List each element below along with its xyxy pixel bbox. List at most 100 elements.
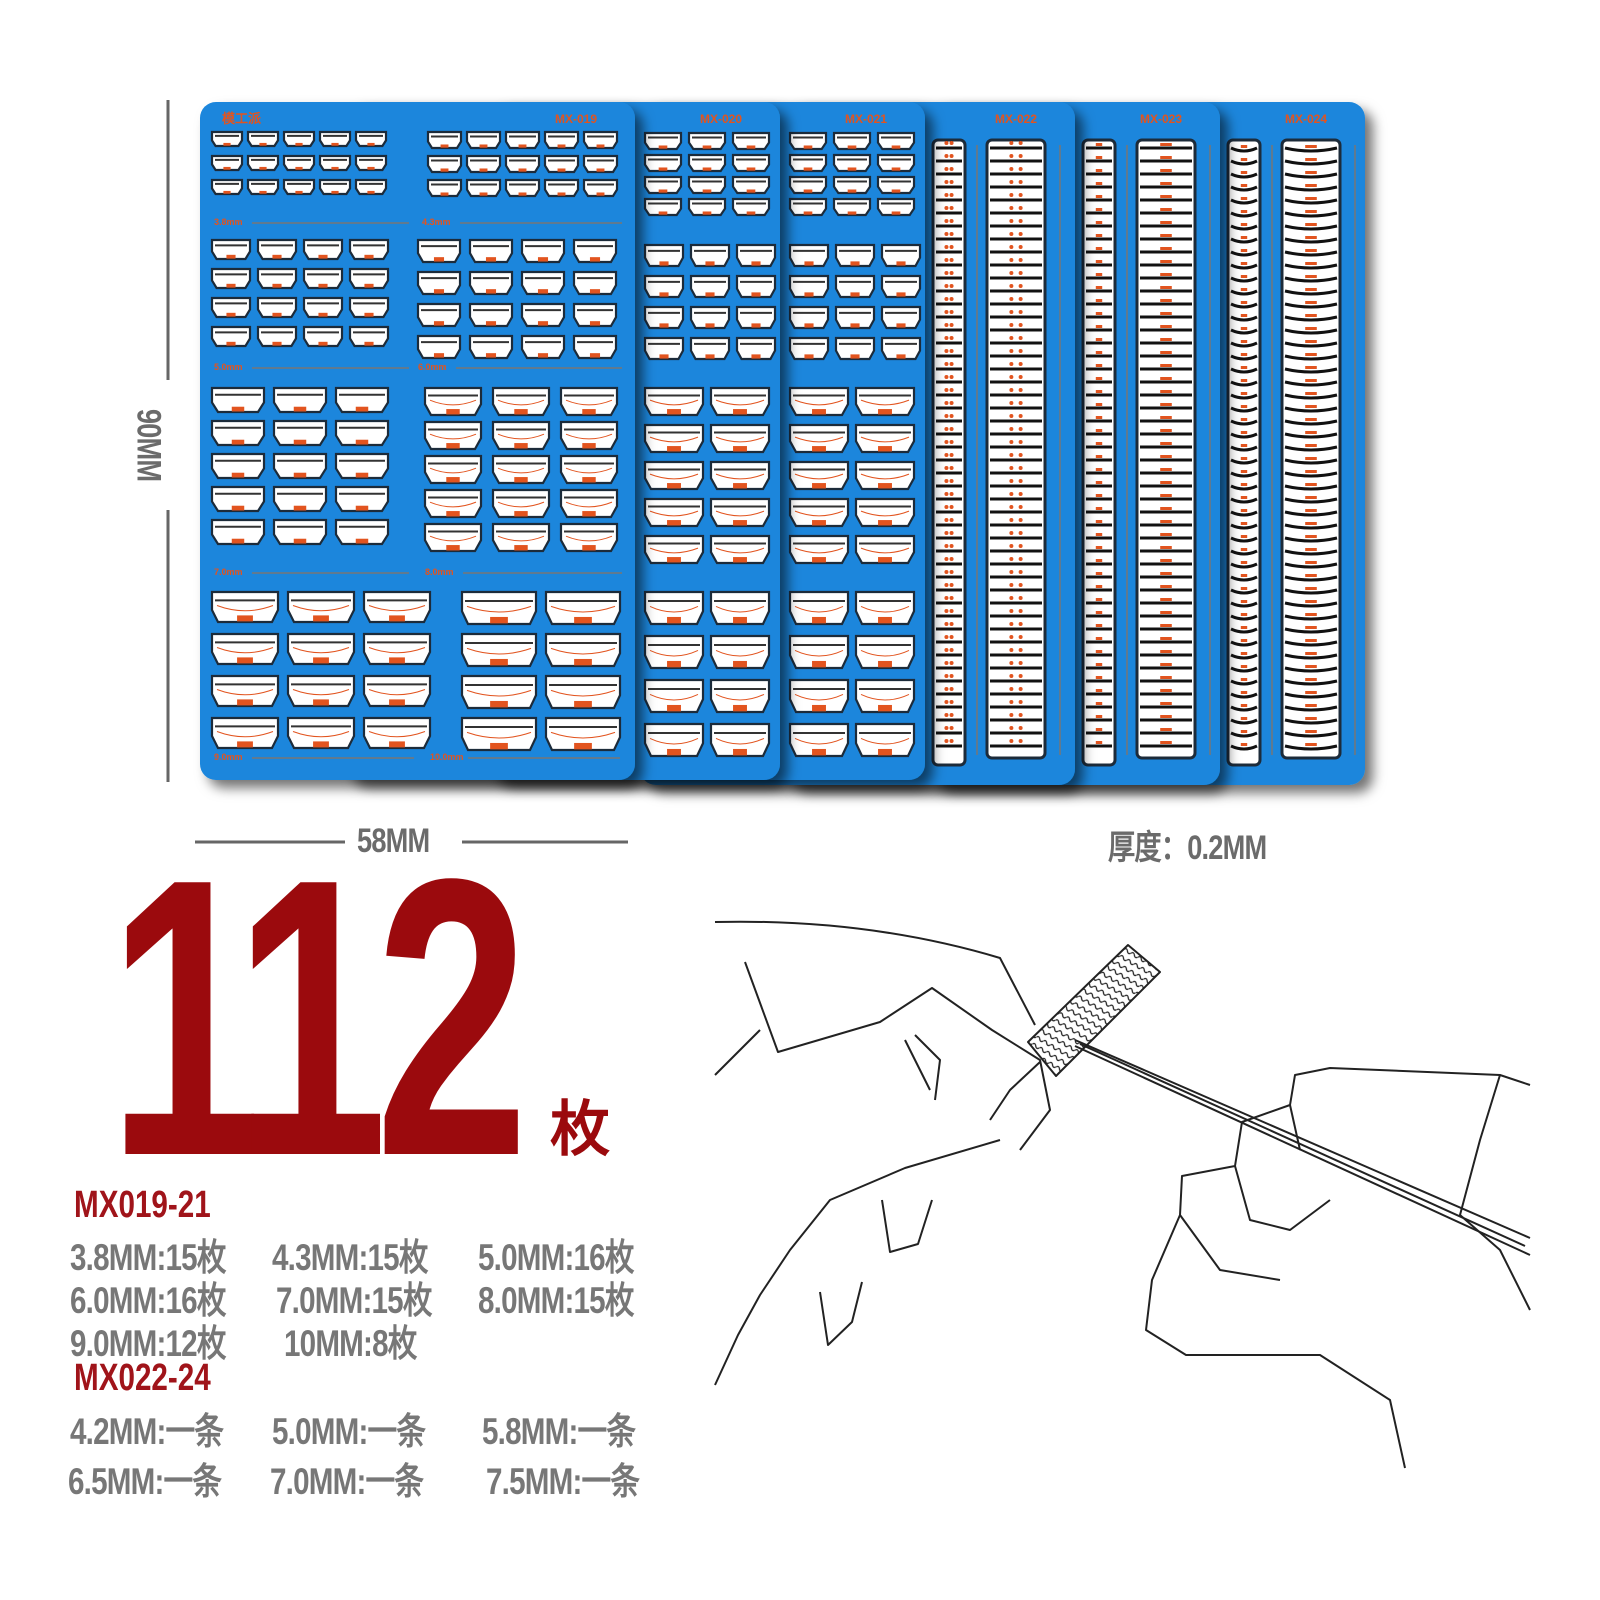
etch-part (354, 178, 388, 196)
etch-part (256, 296, 298, 319)
etch-part (559, 386, 619, 417)
etch-part (832, 197, 872, 217)
spec-header-mx022-24: MX022-24 (74, 1357, 211, 1399)
etch-part (210, 130, 244, 148)
size-label: 7.0mm (214, 567, 243, 577)
etch-part (286, 590, 356, 624)
etch-part (543, 130, 580, 150)
etch-part (210, 674, 280, 708)
etch-part (788, 534, 850, 565)
etch-part (735, 243, 777, 268)
etch-part (286, 716, 356, 750)
etch-part (832, 153, 872, 173)
etch-part (709, 722, 771, 758)
etch-part (880, 274, 922, 299)
etch-part (582, 178, 619, 198)
etch-part (572, 238, 618, 264)
etch-part (854, 634, 916, 670)
etch-part (854, 386, 916, 417)
etch-part (520, 238, 566, 264)
etch-part (543, 178, 580, 198)
etch-part (210, 238, 252, 261)
etch-part (504, 154, 541, 174)
etch-part (731, 131, 771, 151)
etch-part (735, 305, 777, 330)
etch-part (788, 386, 850, 417)
etch-part (559, 522, 619, 553)
etch-part (460, 632, 538, 668)
etch-part (282, 178, 316, 196)
etch-part (520, 302, 566, 328)
etch-part (210, 590, 280, 624)
etch-part (423, 488, 483, 519)
etch-part (272, 386, 328, 414)
etch-part (687, 197, 727, 217)
etch-part (256, 325, 298, 348)
thickness-label: 厚度：0.2MM (1108, 829, 1267, 867)
sheet-label: MX-020 (700, 112, 742, 126)
etch-part (272, 419, 328, 447)
etch-part (334, 452, 390, 480)
spec-item: 9.0MM:12枚 (70, 1323, 226, 1364)
etch-part (876, 175, 916, 195)
etch-part (491, 386, 551, 417)
etch-part (210, 419, 266, 447)
etch-part (468, 302, 514, 328)
spec-item: 10MM:8枚 (284, 1323, 417, 1364)
etch-part (709, 423, 771, 454)
etch-part (709, 634, 771, 670)
etch-part (302, 296, 344, 319)
etch-part (709, 386, 771, 417)
etch-part (876, 153, 916, 173)
etch-part (572, 270, 618, 296)
etch-part (559, 454, 619, 485)
size-label: 6.0mm (418, 362, 447, 372)
etch-part (572, 334, 618, 360)
spec-item: 7.0MM:一条 (270, 1461, 424, 1502)
etch-part (544, 590, 622, 626)
etch-part (282, 130, 316, 148)
sheet-label: MX-024 (1285, 112, 1327, 126)
spec-item: 3.8MM:15枚 (70, 1237, 226, 1278)
etch-part (491, 420, 551, 451)
etch-part (788, 153, 828, 173)
sheet-label: MX-019 (555, 112, 597, 126)
etch-part (354, 130, 388, 148)
etch-part (426, 130, 463, 150)
width-dimension-label: 58MM (357, 822, 430, 860)
spec-header-mx019-21: MX019-21 (74, 1184, 211, 1226)
etch-part (286, 632, 356, 666)
spec-item: 4.3MM:15枚 (272, 1237, 428, 1278)
sheet-label: MX-022 (995, 112, 1037, 126)
etch-part (246, 178, 280, 196)
etch-part (302, 267, 344, 290)
spec-item: 5.8MM:一条 (482, 1411, 636, 1452)
etch-part (643, 305, 685, 330)
etch-part (788, 243, 830, 268)
etch-part (210, 632, 280, 666)
etch-part (416, 334, 462, 360)
etch-part (788, 634, 850, 670)
etch-part (362, 632, 432, 666)
etch-part (689, 336, 731, 361)
size-label: 8.0mm (425, 567, 454, 577)
etch-part (272, 518, 328, 546)
etch-part (709, 678, 771, 714)
etch-part (491, 522, 551, 553)
etch-part (348, 325, 390, 348)
etch-part (465, 130, 502, 150)
etch-part (880, 305, 922, 330)
etch-part (854, 497, 916, 528)
etch-part (302, 325, 344, 348)
etch-part (788, 423, 850, 454)
etch-part (468, 270, 514, 296)
etch-part (643, 274, 685, 299)
etch-part (256, 267, 298, 290)
etch-part (832, 175, 872, 195)
etch-part (416, 302, 462, 328)
etch-part (709, 590, 771, 626)
etch-part (643, 423, 705, 454)
etch-part (423, 522, 483, 553)
